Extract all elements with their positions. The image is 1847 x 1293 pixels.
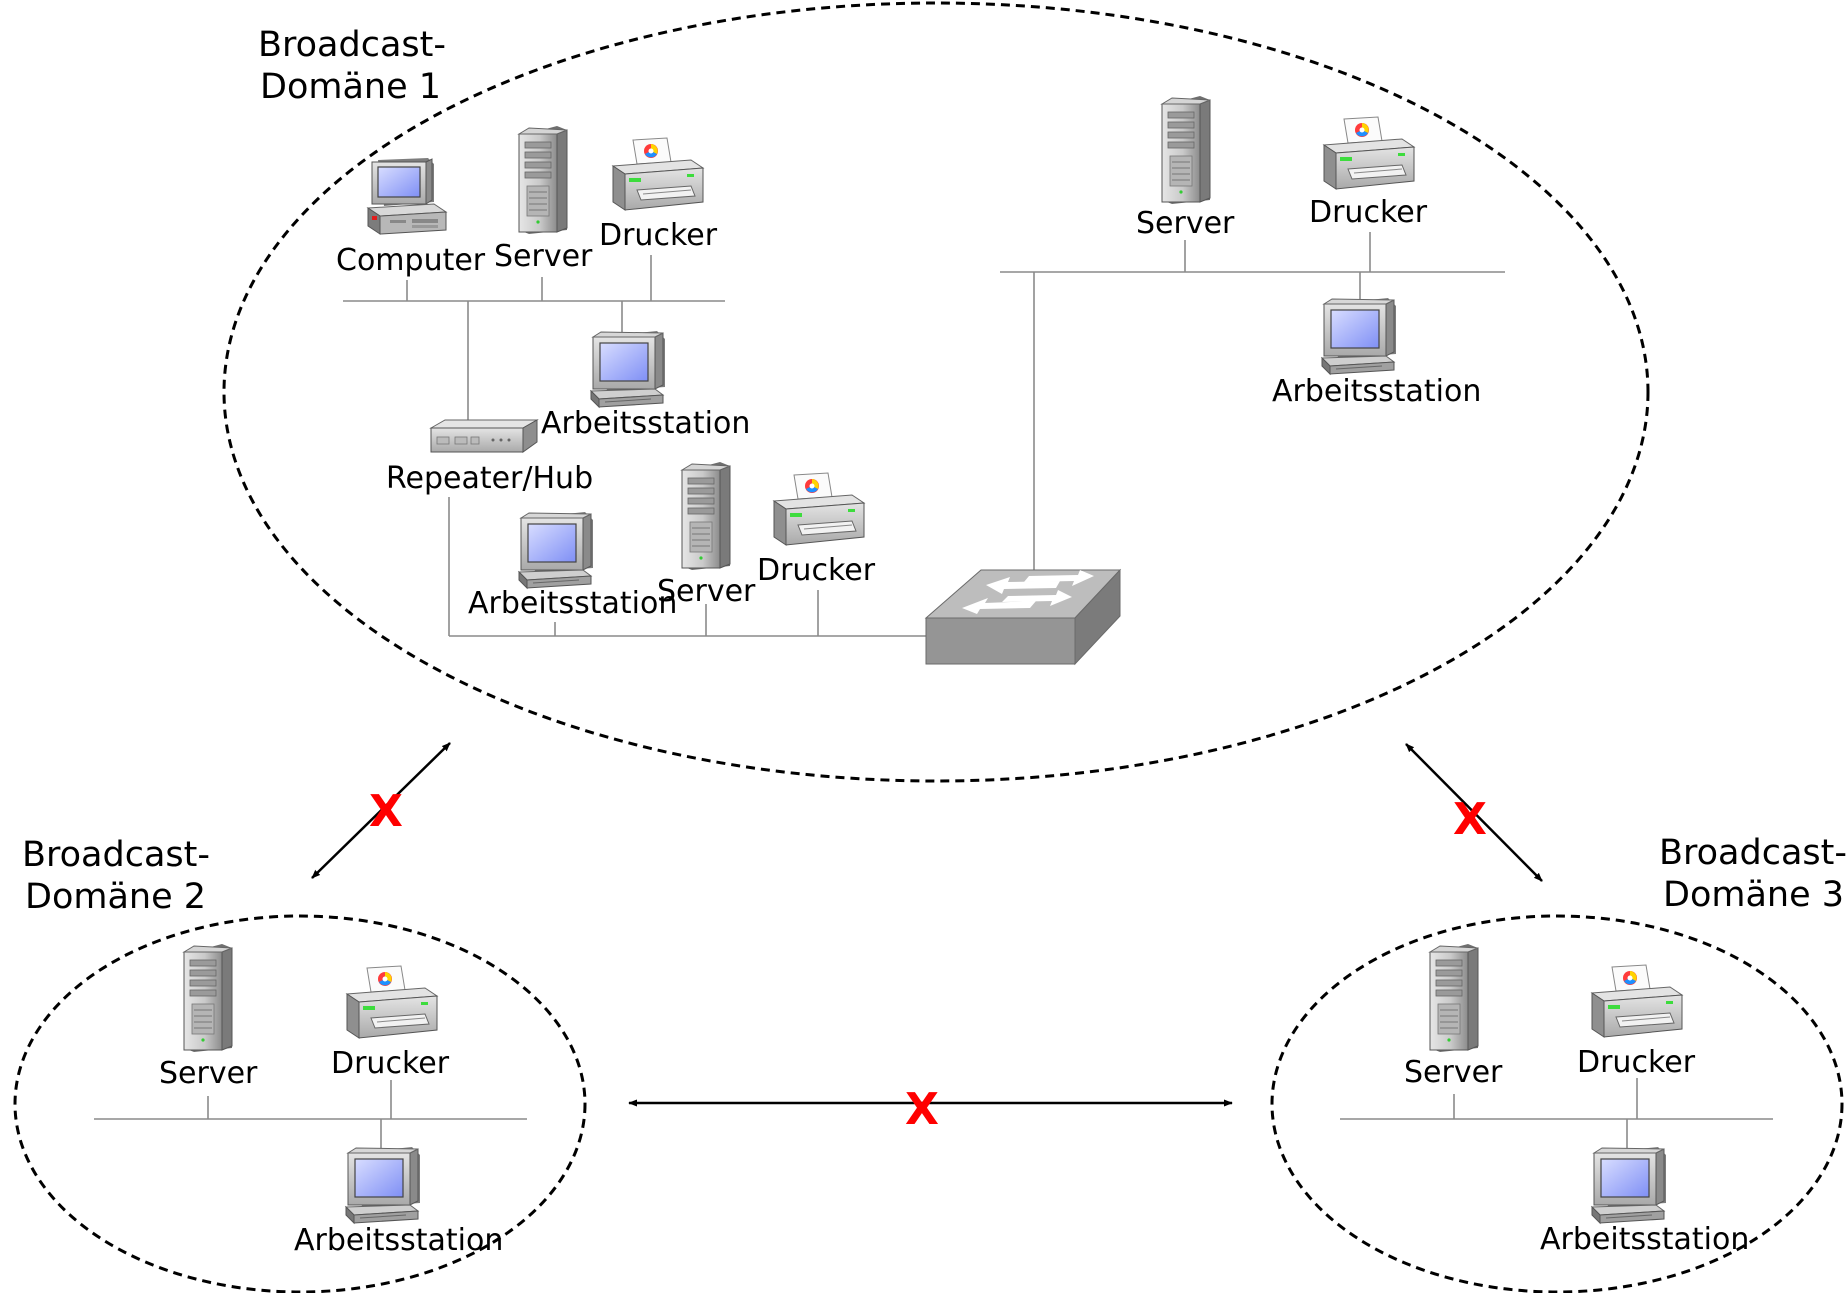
server-label: Server — [657, 574, 756, 609]
blocked-link-domain-1-to-2 — [311, 742, 451, 879]
broadcast-domain-3-boundary — [1270, 914, 1844, 1293]
desktop-computer-icon — [367, 157, 447, 235]
server-label: Server — [1136, 206, 1235, 241]
workstation-monitor-icon — [345, 1146, 421, 1224]
workstation-monitor-icon — [518, 511, 594, 589]
broadcast-domain-2-boundary — [13, 914, 587, 1293]
blocked-x-mark: X — [369, 786, 403, 837]
domain-2-title-line-2: Domäne 2 — [25, 877, 206, 917]
workstation-label: Arbeitsstation — [541, 406, 750, 441]
blocked-x-mark: X — [905, 1084, 939, 1135]
domain-2-wiring — [94, 1080, 527, 1148]
color-printer-icon — [1591, 964, 1683, 1038]
printer-label: Drucker — [599, 218, 718, 253]
workstation-label: Arbeitsstation — [294, 1223, 503, 1258]
tower-server-icon — [1429, 943, 1479, 1053]
workstation-monitor-icon — [1591, 1146, 1667, 1224]
blocked-link-domain-1-to-3 — [1405, 743, 1543, 882]
color-printer-icon — [773, 472, 865, 546]
domain-3-title-line-1: Broadcast- — [1659, 833, 1847, 873]
server-label: Server — [159, 1056, 258, 1091]
network-switch-icon — [924, 568, 1122, 666]
tower-server-icon — [183, 943, 233, 1053]
workstation-label: Arbeitsstation — [1272, 374, 1481, 409]
server-label: Server — [1404, 1055, 1503, 1090]
color-printer-icon — [612, 137, 704, 211]
printer-label: Drucker — [1577, 1045, 1696, 1080]
tower-server-icon — [518, 125, 568, 235]
broadcast-domain-1-boundary — [222, 1, 1650, 783]
domain-1-wiring — [343, 232, 1505, 637]
workstation-monitor-icon — [590, 330, 666, 408]
server-label: Server — [494, 239, 593, 274]
workstation-label: Arbeitsstation — [1540, 1222, 1749, 1257]
domain-3-title-line-2: Domäne 3 — [1663, 875, 1844, 915]
repeater-hub-icon — [430, 419, 538, 453]
domain-2-title-line-1: Broadcast- — [22, 835, 210, 875]
printer-label: Drucker — [757, 553, 876, 588]
computer-label: Computer — [336, 243, 486, 278]
domain-1-title-line-2: Domäne 1 — [260, 67, 441, 107]
tower-server-icon — [1161, 95, 1211, 205]
repeater-hub-label: Repeater/Hub — [386, 461, 593, 496]
printer-label: Drucker — [331, 1046, 450, 1081]
domain-1-title-line-1: Broadcast- — [258, 25, 446, 65]
blocked-x-mark: X — [1453, 794, 1487, 845]
tower-server-icon — [681, 461, 731, 571]
color-printer-icon — [346, 965, 438, 1039]
color-printer-icon — [1323, 116, 1415, 190]
printer-label: Drucker — [1309, 195, 1428, 230]
workstation-label: Arbeitsstation — [468, 586, 677, 621]
domain-3-wiring — [1340, 1078, 1773, 1148]
workstation-monitor-icon — [1321, 297, 1397, 375]
